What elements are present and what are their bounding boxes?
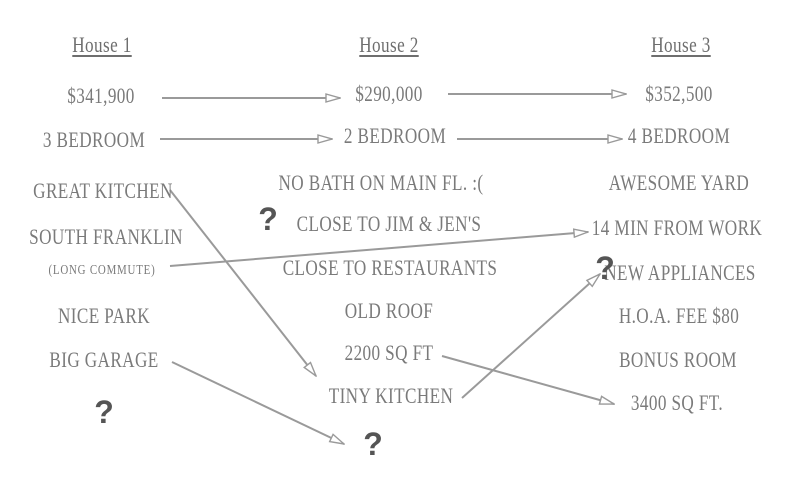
house-2-bath: NO BATH ON MAIN FL. :(	[278, 170, 484, 195]
arrow-commute-1-to-3	[169, 232, 588, 267]
house-1-commute: (LONG COMMUTE)	[48, 263, 156, 278]
house-3-commute: 14 MIN FROM WORK	[591, 215, 763, 240]
house-2-friends: CLOSE TO JIM & JEN'S	[296, 211, 482, 236]
house-1-park: NICE PARK	[57, 303, 151, 328]
arrow-sqft-2-to-3	[441, 355, 614, 405]
house-1-question-mark: ?	[94, 394, 114, 430]
house-1-location: SOUTH FRANKLIN	[29, 224, 183, 249]
arrow-kitchen-1-to-2	[169, 189, 316, 376]
arrow-kitchen-2-to-appliances	[461, 274, 600, 399]
house-2-header: House 2	[359, 32, 419, 57]
house-2-kitchen: TINY KITCHEN	[328, 383, 454, 408]
house-1-garage: BIG GARAGE	[49, 347, 159, 372]
house-2-question-mark-left: ?	[258, 201, 278, 237]
house-3-bonus-room: BONUS ROOM	[619, 347, 737, 372]
house-3-question-mark: ?	[595, 250, 615, 286]
house-3-hoa-fee: H.O.A. FEE $80	[618, 303, 740, 328]
house-3-appliances: NEW APPLIANCES	[604, 260, 756, 285]
house-3-header: House 3	[651, 32, 711, 57]
house-1-header: House 1	[72, 32, 132, 57]
house-2-sqft: 2200 SQ FT	[344, 340, 434, 365]
house-2-question-mark-bottom: ?	[363, 426, 383, 462]
house-2-roof: OLD ROOF	[344, 298, 434, 323]
house-2-bedrooms: 2 BEDROOM	[343, 123, 447, 148]
house-3-price: $352,500	[645, 81, 713, 106]
house-1-price: $341,900	[67, 83, 135, 108]
house-2-price: $290,000	[355, 81, 423, 106]
house-1-bedrooms: 3 BEDROOM	[42, 127, 146, 152]
arrow-garage-1-to-question	[171, 361, 344, 444]
house-3-sqft: 3400 SQ FT.	[630, 390, 724, 415]
house-2-restaurants: CLOSE TO RESTAURANTS	[282, 255, 498, 280]
house-3-yard: AWESOME YARD	[608, 170, 750, 195]
house-1-kitchen: GREAT KITCHEN	[33, 178, 173, 203]
house-3-bedrooms: 4 BEDROOM	[627, 123, 731, 148]
